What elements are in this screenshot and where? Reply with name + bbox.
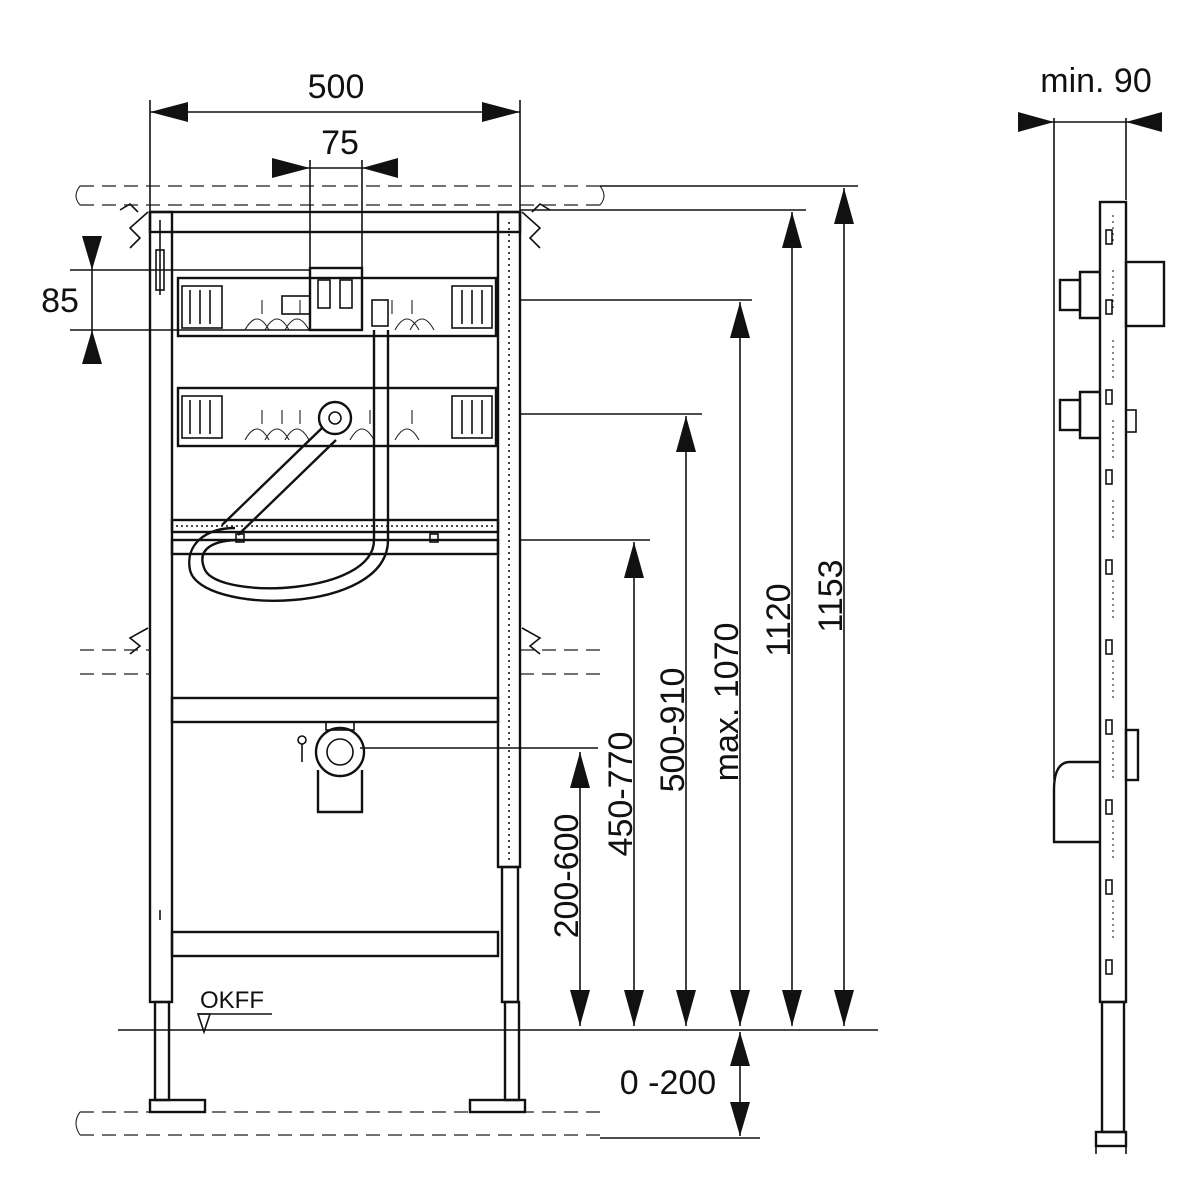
dim-width-500	[149, 100, 521, 212]
mid-wall-hatch-left	[80, 649, 150, 675]
label-200-600: 200-600	[548, 814, 586, 939]
dim-max-1070	[730, 302, 750, 1026]
label-0-200: 0 -200	[620, 1064, 716, 1102]
label-450-770: 450-770	[602, 732, 640, 857]
floor-hatch	[75, 1111, 605, 1136]
dim-200-600	[570, 752, 590, 1026]
water-hoses	[188, 330, 390, 602]
floor-level-line	[118, 1013, 878, 1035]
lower-mounting-bracket	[176, 386, 498, 448]
label-max-1070: max. 1070	[708, 623, 746, 782]
dim-500-910	[676, 416, 696, 1026]
dim-height-85	[70, 236, 310, 364]
label-500-910: 500-910	[654, 668, 692, 793]
drain-assembly	[170, 696, 500, 814]
label-min-90: min. 90	[1040, 62, 1152, 100]
label-500: 500	[308, 68, 365, 106]
dim-450-770	[624, 542, 644, 1026]
upper-mounting-bracket	[176, 266, 498, 338]
label-85: 85	[41, 282, 79, 320]
label-1120: 1120	[760, 583, 798, 656]
label-okff: OKFF	[200, 987, 264, 1014]
dim-reference-lines	[360, 185, 858, 1139]
dim-width-75	[272, 158, 398, 268]
label-75: 75	[321, 124, 359, 162]
label-1153: 1153	[812, 559, 850, 632]
frame	[119, 202, 551, 1114]
dim-1120	[782, 212, 802, 1026]
dim-1153	[834, 188, 854, 1026]
ceiling-hatch	[75, 185, 605, 206]
cross-bar	[170, 518, 500, 556]
mid-wall-hatch-right	[520, 649, 605, 675]
dim-0-200	[730, 1032, 750, 1136]
bottom-rail	[170, 930, 500, 958]
side-view	[1018, 112, 1166, 1154]
